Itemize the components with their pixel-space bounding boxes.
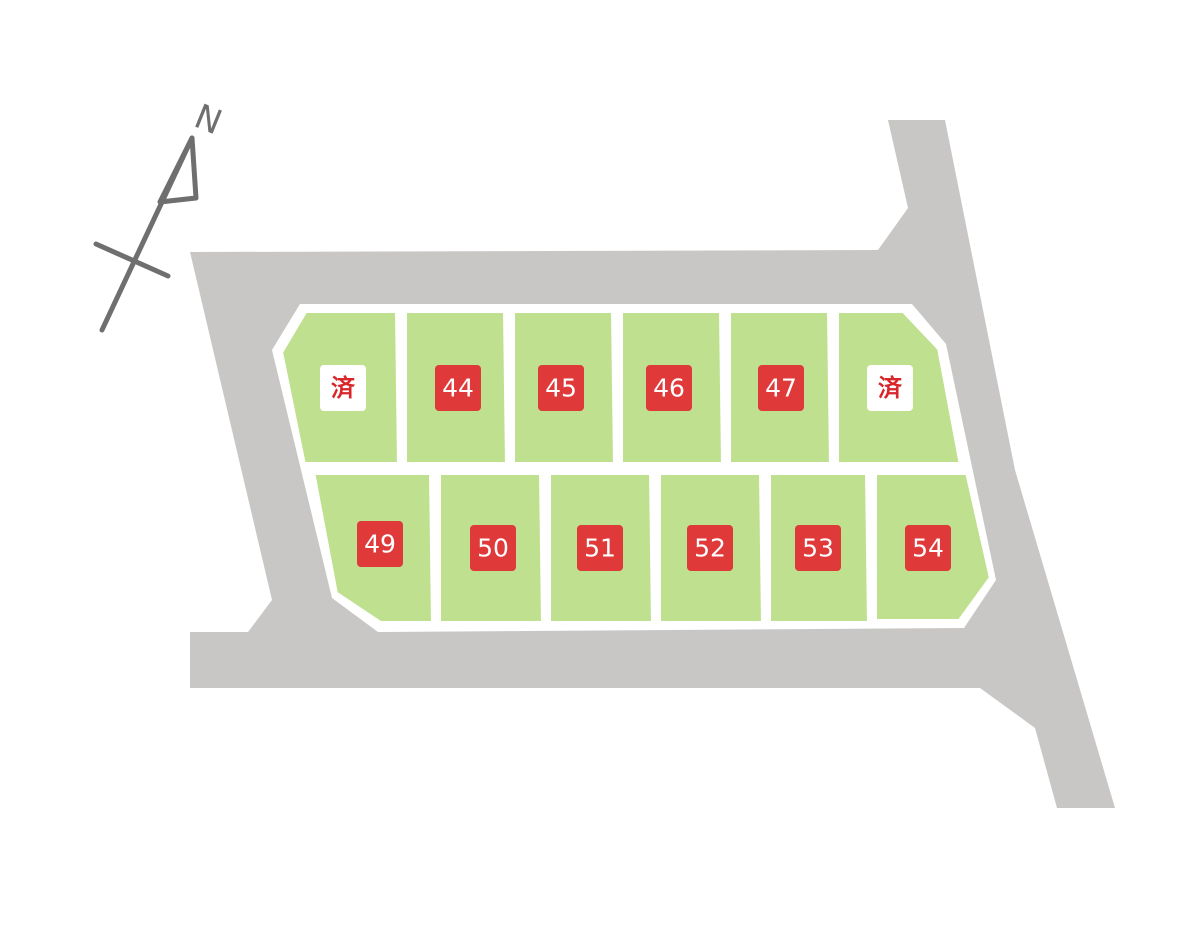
lot-badge [905,525,951,571]
lot-number-label: 53 [802,534,834,563]
top-row-badges: 済 44 45 46 47 済 [320,365,913,411]
compass-north-label: N [189,97,228,144]
lot-badge [867,365,913,411]
lot-number-label: 済 [878,374,903,402]
road-east-corner [938,340,1030,590]
lot-number-label: 45 [545,374,577,403]
lot-badge [470,525,516,571]
lot-badge [758,365,804,411]
lot-badge [320,365,366,411]
bottom-row-lots [309,469,995,627]
lot-number-label: 済 [331,374,356,402]
lot-number-label: 52 [694,534,726,563]
lot-number-label: 44 [442,374,474,403]
lot-number-label: 50 [477,534,509,563]
lot-number-label: 47 [765,374,797,403]
lot-badge [538,365,584,411]
lot-number-label: 49 [364,530,396,559]
lot-number-label: 51 [584,534,616,563]
top-row-lots [277,307,965,468]
lot-number-label: 54 [912,534,944,563]
bottom-row-badges: 49 50 51 52 53 54 [357,521,951,571]
lot-badge [687,525,733,571]
lot-badge [435,365,481,411]
lot-number-label: 46 [653,374,685,403]
lot-badge [795,525,841,571]
lot-badge [646,365,692,411]
lot-badge [357,521,403,567]
lot-badge [577,525,623,571]
